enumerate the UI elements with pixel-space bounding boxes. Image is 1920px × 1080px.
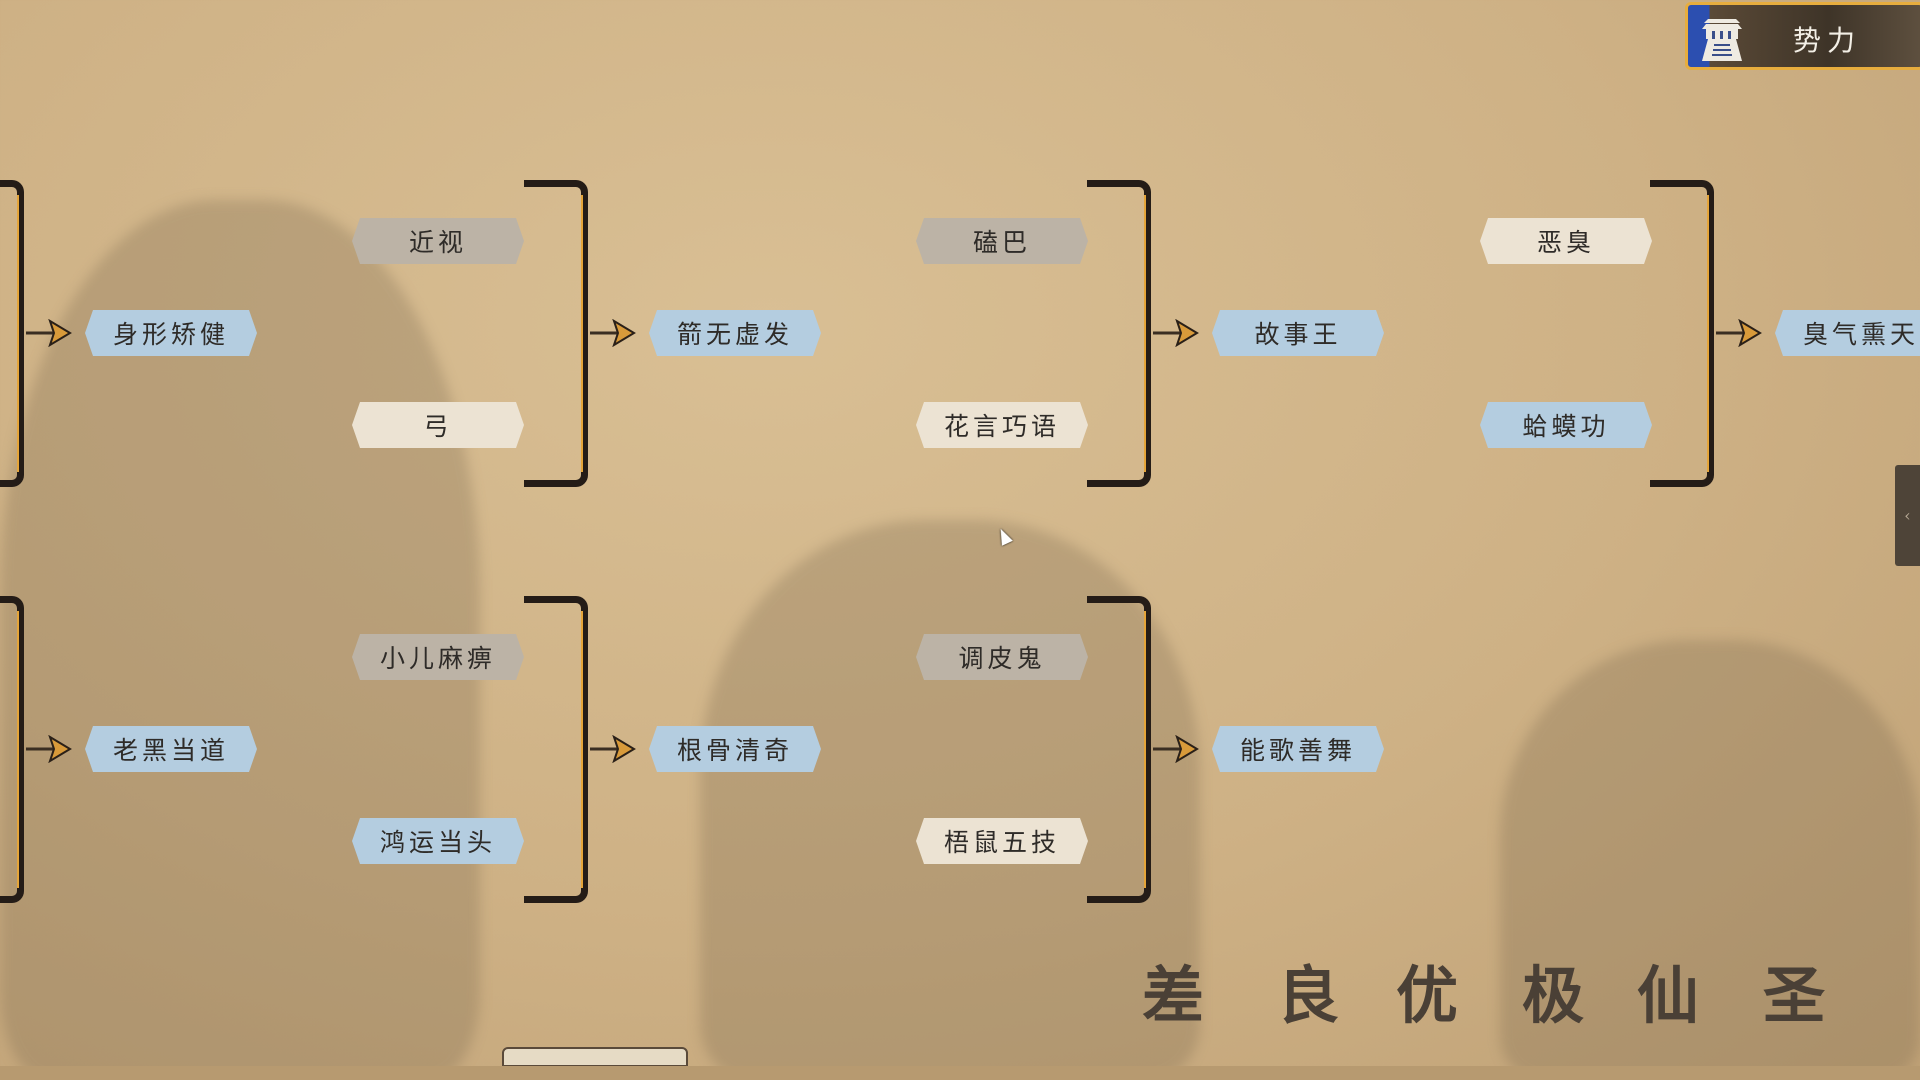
bottom-border [0,1066,1920,1080]
trait-output[interactable]: 根骨清奇 [649,726,821,772]
trait-input[interactable]: 蛤蟆功 [1480,402,1652,448]
grade-label: 优 [1396,959,1459,1032]
scroll-tab[interactable] [502,1047,688,1067]
fusion-bracket [524,180,588,487]
fusion-bracket [1087,596,1151,903]
arrow-right-icon [590,735,636,763]
trait-input[interactable]: 近视 [352,218,524,264]
fusion-bracket [1650,180,1714,487]
trait-input[interactable]: 磕巴 [916,218,1088,264]
grade-label: 圣 [1763,959,1826,1032]
arrow-right-icon [26,735,72,763]
grade-label: 极 [1522,959,1585,1032]
arrow-right-icon [26,319,72,347]
faction-title: 势力 [1793,24,1862,57]
arrow-right-icon [1716,319,1762,347]
chevron-left-icon: ‹ [1904,506,1911,525]
arrow-right-icon [1153,319,1199,347]
trait-input[interactable]: 恶臭 [1480,218,1652,264]
grade-label: 良 [1277,959,1340,1032]
trait-input[interactable]: 鸿运当头 [352,818,524,864]
city-gate-icon [1702,19,1742,61]
bracket-partial [0,180,24,487]
arrow-right-icon [590,319,636,347]
grade-label: 差 [1142,959,1205,1032]
grade-label: 仙 [1637,959,1700,1032]
trait-output[interactable]: 能歌善舞 [1212,726,1384,772]
background-mountain [700,520,1200,1080]
background-mountain [1500,640,1920,1080]
trait-input[interactable]: 梧鼠五技 [916,818,1088,864]
fusion-bracket [1087,180,1151,487]
fusion-bracket [524,596,588,903]
trait-output[interactable]: 箭无虚发 [649,310,821,356]
trait-input[interactable]: 调皮鬼 [916,634,1088,680]
trait-input[interactable]: 小儿麻痹 [352,634,524,680]
trait-output[interactable]: 臭气熏天 [1775,310,1920,356]
arrow-right-icon [1153,735,1199,763]
bracket-partial [0,596,24,903]
trait-input[interactable]: 花言巧语 [916,402,1088,448]
trait-input[interactable]: 弓 [352,402,524,448]
trait-output[interactable]: 故事王 [1212,310,1384,356]
faction-badge[interactable]: 势力 [1685,2,1920,70]
trait-output[interactable]: 老黑当道 [85,726,257,772]
trait-output[interactable]: 身形矫健 [85,310,257,356]
side-panel-toggle[interactable]: ‹ [1895,465,1920,566]
